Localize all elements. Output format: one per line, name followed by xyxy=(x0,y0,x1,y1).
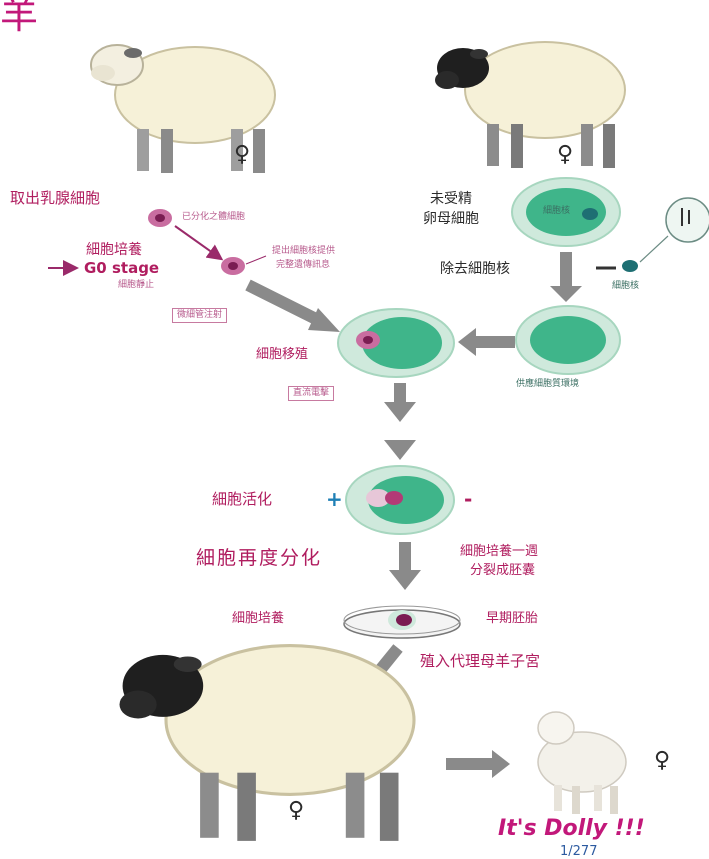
pink-arrow xyxy=(175,226,220,258)
label-remove-nucleus: 除去細胞核 xyxy=(440,262,510,276)
fused-egg xyxy=(338,309,454,377)
label-cell-culture: 細胞培養 xyxy=(86,243,142,257)
label-extract-mammary: 取出乳腺細胞 xyxy=(10,191,100,206)
label-donor-note-1: 提出細胞核提供 xyxy=(272,247,335,256)
g0-cell xyxy=(221,257,245,275)
label-oocyte: 卵母細胞 xyxy=(423,212,479,226)
egg-donor-sheep xyxy=(435,42,625,168)
label-micro-injection: 微細管注射 xyxy=(172,308,227,323)
label-culture-week-2: 分裂成胚囊 xyxy=(470,564,535,577)
label-dc-shock: 直流電擊 xyxy=(288,386,334,401)
label-culture-week-1: 細胞培養一週 xyxy=(460,545,538,558)
female-symbol-2: ♀ xyxy=(557,144,573,166)
label-cytoplasm-env: 供應細胞質環境 xyxy=(516,380,579,389)
mammary-cell xyxy=(148,209,172,227)
female-symbol-4: ♀ xyxy=(654,750,670,772)
label-early-embryo: 早期胚胎 xyxy=(486,612,538,625)
its-dolly-caption: It's Dolly !!! xyxy=(498,816,645,841)
label-nucleus: 細胞核 xyxy=(612,282,639,291)
down-arrow-3 xyxy=(384,440,416,460)
label-donor-note-2: 完整遺傳訊息 xyxy=(276,261,330,270)
diag-arrow xyxy=(248,285,322,322)
label-nucleus-small: 細胞核 xyxy=(543,207,570,216)
dolly-lamb xyxy=(538,712,626,814)
petri-dish xyxy=(344,606,460,638)
page-number: 1/277 xyxy=(560,844,597,859)
label-g0-stage: G0 stage xyxy=(84,261,159,276)
label-cell-transfer: 細胞移殖 xyxy=(256,348,308,361)
label-differentiated-cell: 已分化之體細胞 xyxy=(182,213,245,222)
label-plus: + xyxy=(326,489,343,509)
label-redifferentiation: 細胞再度分化 xyxy=(196,549,322,568)
label-unfertilized: 未受精 xyxy=(430,192,472,206)
label-implant: 殖入代理母羊子宮 xyxy=(420,654,540,669)
female-symbol-3: ♀ xyxy=(288,800,304,822)
label-minus: - xyxy=(464,489,472,509)
surrogate-sheep xyxy=(120,646,415,841)
label-activation: 細胞活化 xyxy=(212,492,272,507)
female-symbol-1: ♀ xyxy=(234,144,250,166)
label-cell-resting: 細胞靜止 xyxy=(118,281,154,290)
label-cell-culture-2: 細胞培養 xyxy=(232,612,284,625)
activated-egg xyxy=(346,466,454,534)
enucleated-egg xyxy=(516,306,620,374)
